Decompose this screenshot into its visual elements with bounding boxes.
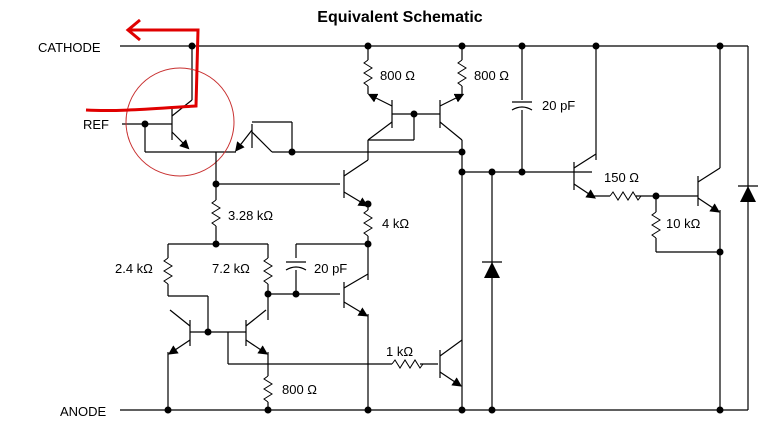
resistor-1k xyxy=(391,359,424,369)
cap-mid-plate-2 xyxy=(285,266,307,271)
label-3-28k: 3.28 kΩ xyxy=(228,208,273,223)
output-driver-transistor xyxy=(439,339,463,387)
annotation-circle xyxy=(125,67,235,177)
ref-pin-label: REF xyxy=(83,117,109,132)
resistor-150 xyxy=(609,191,642,201)
label-4k: 4 kΩ xyxy=(382,216,409,231)
label-800-bottom: 800 Ω xyxy=(282,382,317,397)
resistor-3-28k xyxy=(211,199,221,227)
diode-left xyxy=(484,262,500,278)
resistor-10k xyxy=(651,211,661,239)
mirror-transistor-left xyxy=(168,309,191,355)
anode-pin-label: ANODE xyxy=(60,404,107,419)
second-transistor xyxy=(235,121,293,153)
input-transistor xyxy=(171,46,193,150)
label-1k: 1 kΩ xyxy=(386,344,413,359)
label-20pf-mid: 20 pF xyxy=(314,261,347,276)
resistor-7-2k xyxy=(263,257,273,285)
mid-transistor-lower xyxy=(343,273,369,317)
cap-top-plate-2 xyxy=(511,106,533,111)
cathode-pin-label: CATHODE xyxy=(38,40,101,55)
resistor-800-right xyxy=(457,59,467,87)
diode-right xyxy=(740,186,756,202)
label-20pf-top: 20 pF xyxy=(542,98,575,113)
label-800-left: 800 Ω xyxy=(380,68,415,83)
resistor-2-4k xyxy=(163,257,173,285)
output-transistor xyxy=(697,167,721,213)
mirror-transistor-right xyxy=(245,309,268,355)
annotation-arrow xyxy=(85,18,200,113)
schematic-title: Equivalent Schematic xyxy=(317,9,482,26)
resistor-4k xyxy=(363,209,373,237)
resistor-800-bottom xyxy=(263,375,273,403)
label-7-2k: 7.2 kΩ xyxy=(212,261,250,276)
label-150: 150 Ω xyxy=(604,170,639,185)
mid-transistor-upper xyxy=(343,159,369,207)
resistor-800-left xyxy=(363,59,373,87)
junction-dots xyxy=(141,42,724,414)
label-10k: 10 kΩ xyxy=(666,216,701,231)
label-2-4k: 2.4 kΩ xyxy=(115,261,153,276)
driver-transistor xyxy=(573,153,597,199)
top-mirror-transistor-left xyxy=(367,93,393,141)
top-mirror-transistor-right xyxy=(439,93,465,141)
label-800-right: 800 Ω xyxy=(474,68,509,83)
